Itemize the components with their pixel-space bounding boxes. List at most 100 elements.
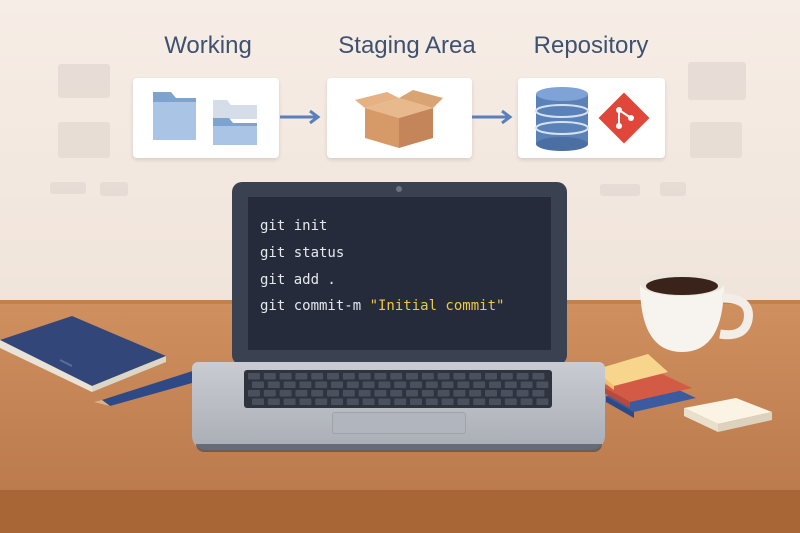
keyboard-key bbox=[374, 390, 387, 397]
repository-icons bbox=[535, 87, 650, 151]
keyboard-key bbox=[342, 390, 355, 397]
keyboard-key bbox=[267, 398, 280, 405]
staging-area-label: Staging Area bbox=[338, 32, 476, 59]
faint-folder-icon bbox=[58, 64, 110, 98]
faint-shape bbox=[50, 182, 86, 194]
folder-icon bbox=[153, 92, 257, 145]
keyboard-key bbox=[299, 398, 312, 405]
trackpad bbox=[332, 412, 466, 434]
keyboard-key bbox=[406, 390, 418, 397]
keyboard-key bbox=[410, 398, 422, 405]
keyboard-key bbox=[520, 398, 533, 405]
keyboard-key bbox=[331, 381, 343, 388]
sticky-notes-and-books bbox=[594, 354, 772, 432]
keyboard-key bbox=[425, 381, 438, 388]
faint-shape bbox=[600, 184, 640, 196]
keyboard-key bbox=[421, 373, 434, 380]
keyboard-key bbox=[358, 373, 371, 380]
keyboard-key bbox=[263, 373, 276, 380]
keyboard-key bbox=[267, 381, 280, 388]
keyboard-key bbox=[485, 390, 497, 397]
notebook-icon bbox=[0, 316, 166, 392]
keyboard-key bbox=[315, 381, 328, 388]
terminal-line-git-status: git status bbox=[260, 245, 345, 261]
keyboard-key bbox=[362, 381, 375, 388]
terminal-line-git-add: git add . bbox=[260, 272, 336, 288]
desk-front bbox=[0, 490, 800, 533]
keyboard-key bbox=[311, 373, 324, 380]
keyboard-key bbox=[457, 381, 470, 388]
keyboard-key bbox=[489, 398, 501, 405]
commit-command: git commit-m bbox=[260, 298, 370, 314]
keyboard-key bbox=[374, 373, 387, 380]
arrow-icon bbox=[472, 110, 513, 124]
keyboard-key bbox=[252, 398, 264, 405]
keyboard-key bbox=[346, 381, 359, 388]
coffee-mug-icon bbox=[640, 272, 753, 352]
database-icon bbox=[535, 87, 589, 151]
keyboard-key bbox=[331, 398, 343, 405]
box-icon bbox=[355, 90, 443, 148]
keyboard-key bbox=[536, 398, 549, 405]
keyboard-key bbox=[410, 381, 422, 388]
keyboard-key bbox=[520, 381, 533, 388]
keyboard-key bbox=[362, 398, 375, 405]
keyboard-key bbox=[469, 390, 482, 397]
keyboard-key bbox=[315, 398, 328, 405]
keyboard-key bbox=[406, 373, 418, 380]
keyboard-key bbox=[390, 373, 403, 380]
keyboard-key bbox=[504, 381, 517, 388]
keyboard-key bbox=[489, 381, 501, 388]
keyboard-key bbox=[394, 398, 407, 405]
repository-card bbox=[518, 78, 665, 158]
keyboard-key bbox=[504, 398, 517, 405]
keyboard-key bbox=[394, 381, 407, 388]
faint-folder-icon bbox=[690, 122, 742, 158]
keyboard-key bbox=[327, 390, 339, 397]
keyboard-key bbox=[453, 373, 466, 380]
keyboard-key bbox=[500, 373, 513, 380]
keyboard-key bbox=[295, 390, 308, 397]
keyboard-key bbox=[457, 398, 470, 405]
terminal-line-git-init: git init bbox=[260, 218, 328, 234]
working-label: Working bbox=[164, 32, 252, 59]
faint-shape bbox=[100, 182, 128, 196]
keyboard-key bbox=[441, 381, 454, 388]
faint-shape bbox=[660, 182, 686, 196]
keyboard-key bbox=[311, 390, 324, 397]
working-card bbox=[133, 78, 279, 158]
keyboard-key bbox=[299, 381, 312, 388]
repository-label: Repository bbox=[533, 32, 649, 59]
keyboard-key bbox=[283, 398, 296, 405]
keyboard-key bbox=[295, 373, 308, 380]
terminal-line-git-commit: git commit-m "Initial commit" bbox=[260, 298, 504, 314]
keyboard-key bbox=[536, 381, 549, 388]
keyboard bbox=[244, 370, 552, 408]
keyboard-key bbox=[532, 390, 545, 397]
keyboard-key bbox=[327, 373, 339, 380]
keyboard-key bbox=[279, 373, 292, 380]
keyboard-key bbox=[390, 390, 403, 397]
staging-area-card bbox=[327, 78, 472, 158]
keyboard-key bbox=[441, 398, 454, 405]
keyboard-key bbox=[532, 373, 545, 380]
keyboard-key bbox=[279, 390, 292, 397]
keyboard-key bbox=[248, 390, 260, 397]
keyboard-key bbox=[252, 381, 264, 388]
keyboard-key bbox=[263, 390, 276, 397]
keyboard-key bbox=[425, 398, 438, 405]
keyboard-key bbox=[248, 373, 260, 380]
keyboard-key bbox=[485, 373, 497, 380]
keyboard-key bbox=[453, 390, 466, 397]
keyboard-key bbox=[516, 373, 529, 380]
keyboard-key bbox=[421, 390, 434, 397]
keyboard-key bbox=[378, 381, 391, 388]
keyboard-key bbox=[283, 381, 296, 388]
laptop-base-edge bbox=[196, 444, 602, 452]
keyboard-key bbox=[342, 373, 355, 380]
keyboard-key bbox=[437, 373, 450, 380]
arrow-icon bbox=[280, 110, 321, 124]
keyboard-keys bbox=[248, 373, 549, 405]
git-logo-icon bbox=[598, 92, 650, 144]
